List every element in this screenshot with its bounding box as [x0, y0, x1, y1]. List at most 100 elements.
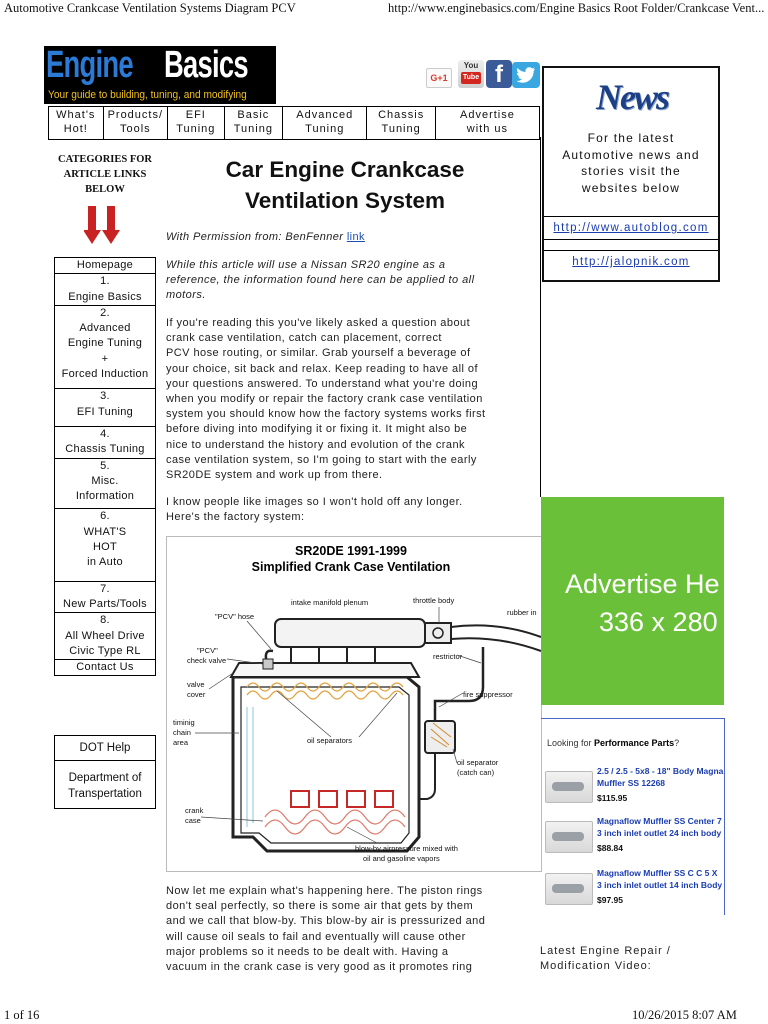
- jalopnik-link[interactable]: http://jalopnik.com: [544, 250, 718, 273]
- label-restrictor: restrictor: [433, 652, 463, 661]
- dot-link-line: Transpertation: [68, 788, 142, 800]
- facebook-icon[interactable]: f: [486, 60, 512, 88]
- article-title-line: Ventilation System: [244, 188, 446, 213]
- autoblog-link[interactable]: http://www.autoblog.com: [544, 216, 718, 240]
- oil-separator-flow: [246, 682, 404, 700]
- pcv-diagram: SR20DE 1991-1999 Simplified Crank Case V…: [166, 536, 542, 872]
- logo-word-engine: Engine: [46, 46, 134, 86]
- news-logo: News: [596, 77, 670, 117]
- label-cover: cover: [187, 690, 206, 699]
- text-line: Muffler SS 12268: [597, 778, 666, 788]
- dot-link[interactable]: Department of Transpertation: [55, 761, 155, 808]
- menu-label: New Parts/Tools: [63, 597, 147, 610]
- text-line: For the latest: [587, 131, 675, 145]
- blowby-flow: [246, 707, 406, 835]
- menu-item-engine-basics[interactable]: 1.Engine Basics: [55, 274, 155, 306]
- throttle-body: [424, 622, 452, 644]
- categories-heading-line: ARTICLE LINKS: [63, 169, 147, 180]
- latest-video-heading: Latest Engine Repair / Modification Vide…: [540, 944, 720, 974]
- return-hose: [419, 753, 436, 800]
- menu-item-chassis-tuning[interactable]: 4.Chassis Tuning: [55, 427, 155, 459]
- text-line: stories visit the: [581, 164, 681, 178]
- label-check2: check valve: [187, 656, 226, 665]
- menu-item-efi-tuning[interactable]: 3.EFI Tuning: [55, 389, 155, 427]
- menu-label: HOT: [92, 541, 118, 554]
- menu-item-misc-information[interactable]: 5.Misc.Information: [55, 459, 155, 510]
- menu-item-homepage[interactable]: Homepage: [55, 258, 155, 275]
- nav-label: Hot!: [63, 123, 88, 135]
- menu-item-new-parts-tools[interactable]: 7.New Parts/Tools: [55, 582, 155, 614]
- label-timing3: area: [173, 738, 189, 747]
- menu-label: Misc.: [91, 474, 119, 487]
- valve-cover: [229, 662, 421, 678]
- twitter-icon[interactable]: [512, 62, 540, 88]
- perf-heading-bold: Performance Parts: [594, 738, 675, 748]
- menu-item-contact-us[interactable]: Contact Us: [55, 660, 155, 677]
- menu-label: 1.: [100, 275, 110, 288]
- menu-label: 4.: [100, 427, 110, 440]
- text-line: PCV hose routing, or similar. Grab yours…: [166, 347, 471, 360]
- diagram-labels: "PCV" hose intake manifold plenum thrott…: [173, 596, 537, 863]
- label-intake: intake manifold plenum: [291, 598, 368, 607]
- menu-label: Contact Us: [76, 661, 134, 674]
- text-line: crank case ventilation, catch can placem…: [166, 332, 442, 345]
- ad-line-2: 336 x 280: [599, 607, 718, 637]
- nav-label: Tuning: [176, 123, 216, 135]
- label-fire: fire suppressor: [463, 690, 513, 699]
- nav-label: Advanced: [296, 109, 354, 121]
- print-footer-page: 1 of 16: [4, 1008, 40, 1022]
- text-line: when you modify or repair the factory cr…: [166, 393, 483, 406]
- label-oil-separators: oil separators: [307, 736, 352, 745]
- text-line: before diving into modifying it or fixin…: [166, 423, 468, 436]
- text-line: motors.: [166, 289, 206, 302]
- advertise-banner[interactable]: Advertise He 336 x 280: [541, 497, 724, 705]
- text-line: and we call that blow-by. This blow-by a…: [166, 915, 486, 928]
- engine-basics-logo[interactable]: Engine Basics Your guide to building, tu…: [44, 46, 276, 104]
- nav-label: Tuning: [233, 123, 273, 135]
- perf-heading: Looking for Performance Parts?: [547, 738, 679, 748]
- nav-products-tools[interactable]: Products/Tools: [104, 107, 169, 139]
- text-line: Now let me explain what's happening here…: [166, 885, 483, 897]
- menu-label: 8.: [100, 614, 110, 627]
- menu-label: +: [101, 352, 109, 365]
- text-line: I know people like images so I won't hol…: [166, 496, 463, 508]
- permission-link[interactable]: link: [346, 231, 365, 243]
- column-divider: [540, 137, 541, 497]
- categories-heading-line: BELOW: [85, 184, 125, 195]
- print-header-title: Automotive Crankcase Ventilation Systems…: [4, 1, 296, 15]
- muffler-thumbnail: [545, 771, 593, 803]
- intake-plenum: [274, 618, 426, 648]
- text-line: will cause oil seals to fail and eventua…: [166, 930, 466, 943]
- youtube-icon-top: You: [463, 61, 479, 70]
- twitter-bird-icon: [516, 67, 535, 83]
- ad-line-1: Advertise He: [565, 569, 720, 599]
- google-plus-icon[interactable]: G+1: [426, 68, 452, 88]
- nav-label: Tools: [119, 123, 151, 135]
- product-price: $115.95: [597, 793, 628, 803]
- fresh-air-hose: [433, 647, 485, 725]
- text-line: vacuum in the crank case is very good as…: [166, 961, 473, 974]
- youtube-icon[interactable]: You Tube: [458, 60, 484, 88]
- permission-credit: With Permission from: BenFenner link: [166, 231, 365, 243]
- menu-label: 2.: [100, 306, 110, 319]
- menu-label: Forced Induction: [61, 368, 149, 381]
- nav-label: Chassis: [378, 109, 425, 121]
- menu-label: in Auto: [87, 556, 123, 569]
- diagram-subtitle: Simplified Crank Case Ventilation: [252, 560, 451, 574]
